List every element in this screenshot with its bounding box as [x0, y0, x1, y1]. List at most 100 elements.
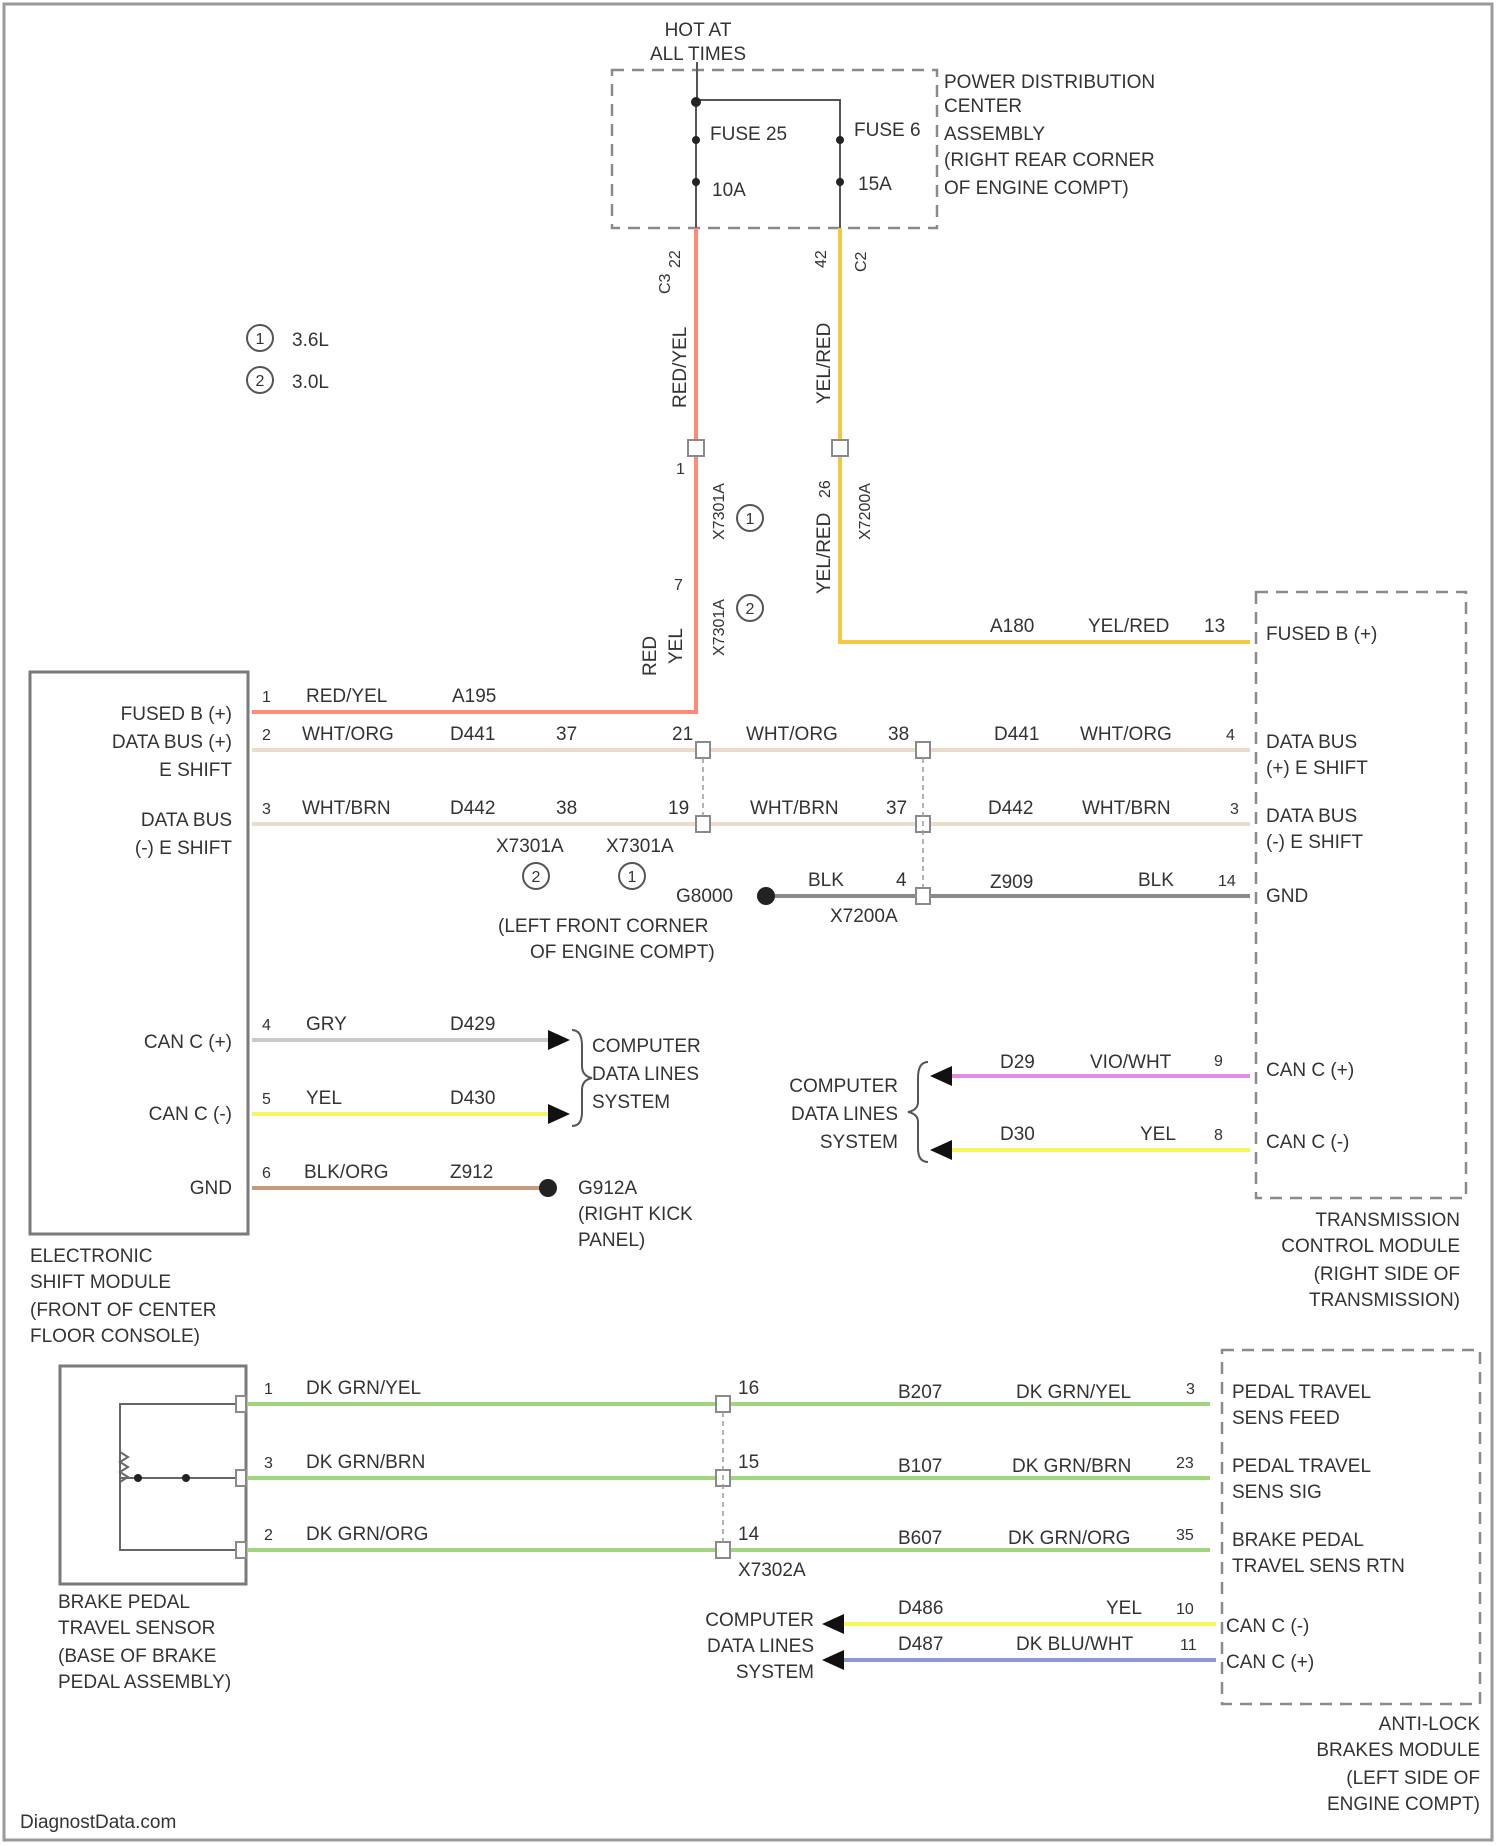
bpts-w3-color-r: DK GRN/ORG: [1008, 1528, 1130, 1549]
abs-can-dest-1: COMPUTER: [705, 1610, 814, 1631]
inline-connector-bus-plus-b: [916, 742, 930, 758]
w3-pin-c: 37: [886, 798, 907, 819]
esm-pin-4: 4: [262, 1017, 271, 1034]
abs-label-feed-1: PEDAL TRAVEL: [1232, 1382, 1371, 1403]
w1-color: RED/YEL: [306, 686, 387, 707]
tcm-can-plus-color: VIO/WHT: [1090, 1052, 1172, 1073]
feed-left-pin-a: 1: [676, 461, 685, 478]
esm-label-bus-plus-2: E SHIFT: [159, 760, 232, 781]
inline-connector-left: [688, 440, 704, 456]
tcm-name-2: CONTROL MODULE: [1281, 1236, 1460, 1257]
esm-name-1: ELECTRONIC: [30, 1246, 152, 1267]
abs-can-plus-pin: 11: [1180, 1637, 1197, 1654]
feed-right-color-label: YEL/RED: [1088, 616, 1169, 637]
bpts-w3-pin-r: 35: [1176, 1527, 1194, 1544]
tcm-name-3: (RIGHT SIDE OF: [1314, 1264, 1460, 1285]
esm-pin-2: 2: [262, 727, 271, 744]
feed-right-circuit: A180: [990, 616, 1034, 637]
w2-left-circuit: D441: [450, 724, 495, 745]
legend-marker-2: 2: [256, 373, 265, 390]
tcm-label-can-plus: CAN C (+): [1266, 1060, 1354, 1081]
arrow-can-minus-tcm: [930, 1140, 952, 1160]
tcm-gnd-pin: 14: [1218, 873, 1236, 890]
conn-under-a: X7301A: [496, 836, 564, 857]
feed-left-marker-b: 2: [746, 601, 755, 618]
esm-pin-5: 5: [262, 1091, 271, 1108]
hot-at-all-times-line-1: HOT AT: [665, 20, 732, 41]
esm-can-dest-1: COMPUTER: [592, 1036, 701, 1057]
feed-right-pin: 26: [817, 480, 834, 498]
feed-left-conn-a: X7301A: [711, 483, 728, 540]
esm-name-3: (FRONT OF CENTER: [30, 1300, 216, 1321]
esm-can-dest-3: SYSTEM: [592, 1092, 670, 1113]
fuse-6-terminal-bottom: [836, 178, 844, 186]
pdc-bus-bar: [696, 100, 840, 228]
pdc-pin-left: 22: [667, 250, 684, 268]
feed-right: YEL/RED YEL/RED 26 X7200A A180 YEL/RED 1…: [814, 228, 1250, 642]
esm-can-minus-color: YEL: [306, 1088, 342, 1109]
pdc-label-line-3: ASSEMBLY: [944, 124, 1045, 145]
w3-pin-a: 38: [556, 798, 577, 819]
arrow-can-plus-esm: [548, 1030, 570, 1050]
bpts-w3-inline: 14: [738, 1524, 760, 1545]
pdc-label-line-4: (RIGHT REAR CORNER: [944, 150, 1155, 171]
bracket-tcm-can: [908, 1062, 928, 1162]
transmission-control-module: FUSED B (+) DATA BUS (+) E SHIFT DATA BU…: [789, 592, 1466, 1311]
inline-connector-bus-plus-a: [696, 742, 710, 758]
abs-label-sig-1: PEDAL TRAVEL: [1232, 1456, 1371, 1477]
bpts-w1-inline: 16: [738, 1378, 759, 1399]
tcm-can-plus-pin: 9: [1214, 1053, 1223, 1070]
abs-label-can-minus: CAN C (-): [1226, 1616, 1309, 1637]
esm-gnd-color: BLK/ORG: [304, 1162, 388, 1183]
bpts-w1-color-r: DK GRN/YEL: [1016, 1382, 1131, 1403]
bpts-inline-connector-1: [716, 1396, 730, 1412]
engine-legend: 1 3.6L 2 3.0L: [247, 325, 329, 393]
bpts-w3-pin-l: 2: [264, 1527, 273, 1544]
fuse-6-amps: 15A: [858, 174, 892, 195]
pdc-pin-right: 42: [813, 250, 830, 268]
pdc-node: [691, 97, 701, 107]
bpts-w2-circuit: B107: [898, 1456, 942, 1477]
feed-left-conn-b: X7301A: [711, 599, 728, 656]
esm-gnd-circuit: Z912: [450, 1162, 493, 1183]
feed-right-conn: X7200A: [857, 483, 874, 540]
bpts-harness: 1 DK GRN/YEL 16 B207 DK GRN/YEL 3 3 DK G…: [236, 1378, 1210, 1581]
esm-pin-1: 1: [262, 689, 271, 706]
gnd-color-a: BLK: [808, 870, 844, 891]
esm-can-dest-2: DATA LINES: [592, 1064, 699, 1085]
gnd-conn: X7200A: [830, 906, 898, 927]
marker-under-a: 2: [532, 869, 541, 886]
tcm-label-can-minus: CAN C (-): [1266, 1132, 1349, 1153]
abs-name-4: ENGINE COMPT): [1327, 1794, 1480, 1815]
esm-can-plus-circuit: D429: [450, 1014, 495, 1035]
bpts-w1-pin-r: 3: [1186, 1381, 1195, 1398]
esm-gnd-location-2: PANEL): [578, 1230, 645, 1251]
pdc-label-line-5: OF ENGINE COMPT): [944, 178, 1129, 199]
esm-pin-3: 3: [262, 801, 271, 818]
w3-mid-color: WHT/BRN: [750, 798, 839, 819]
inline-connector-right: [832, 440, 848, 456]
feed-left-alt-color-1: RED: [640, 636, 661, 676]
inline-connector-bus-minus-a: [696, 816, 710, 832]
tcm-label-gnd: GND: [1266, 886, 1308, 907]
abs-label-can-plus: CAN C (+): [1226, 1652, 1314, 1673]
conn-under-b: X7301A: [606, 836, 674, 857]
w2-mid-color: WHT/ORG: [746, 724, 838, 745]
tcm-label-bus-plus-2: (+) E SHIFT: [1266, 758, 1368, 779]
esm-gnd-splice: G912A: [578, 1178, 637, 1199]
bpts-w3-circuit: B607: [898, 1528, 942, 1549]
gnd-splice-label: G8000: [676, 886, 733, 907]
w3-right-color: WHT/BRN: [1082, 798, 1171, 819]
tcm-can-minus-circuit: D30: [1000, 1124, 1035, 1145]
tcm-can-minus-pin: 8: [1214, 1127, 1223, 1144]
esm-label-fused-b: FUSED B (+): [121, 704, 232, 725]
electronic-shift-module: FUSED B (+) DATA BUS (+) E SHIFT DATA BU…: [30, 672, 248, 1347]
tcm-name-4: TRANSMISSION): [1309, 1290, 1460, 1311]
fuse-25-name: FUSE 25: [710, 124, 787, 145]
tcm-bus-minus-pin: 3: [1230, 801, 1239, 818]
w2-right-color: WHT/ORG: [1080, 724, 1172, 745]
anti-lock-brakes-module: PEDAL TRAVEL SENS FEED PEDAL TRAVEL SENS…: [705, 1350, 1480, 1815]
bpts-name-1: BRAKE PEDAL: [58, 1592, 190, 1613]
bpts-box: [60, 1366, 246, 1584]
feed-right-color-top: YEL/RED: [814, 323, 835, 404]
